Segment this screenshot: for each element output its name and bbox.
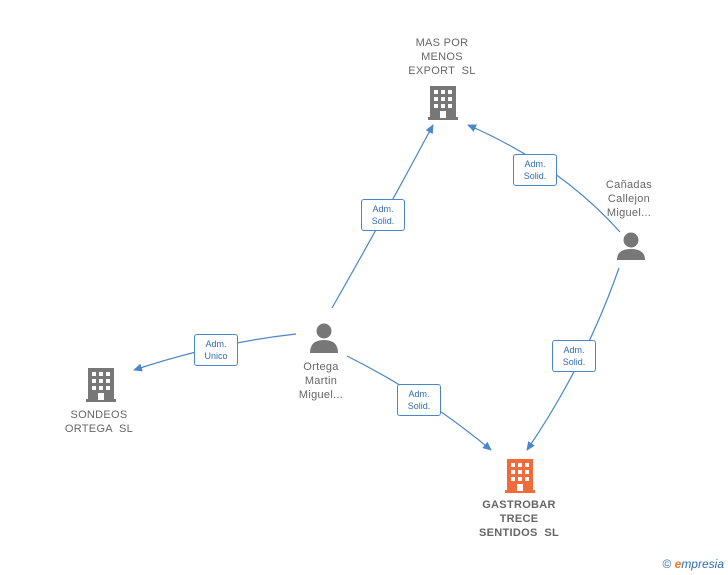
building-icon [86, 368, 116, 402]
person-icon [617, 232, 645, 260]
brand-name: mpresia [681, 557, 724, 571]
person-icon [310, 323, 338, 353]
edge-label-ortega-mas[interactable]: Adm. Solid. [361, 199, 405, 231]
edge-label-canadas-gastrobar[interactable]: Adm. Solid. [552, 340, 596, 372]
edge-label-canadas-mas[interactable]: Adm. Solid. [513, 154, 557, 186]
building-icon [505, 459, 535, 493]
node-label-ortega[interactable]: Ortega Martin Miguel... [298, 361, 344, 401]
node-label-mas-por-menos[interactable]: MAS POR MENOS EXPORT SL [408, 37, 476, 77]
edge-label-ortega-sondeos[interactable]: Adm. Unico [194, 334, 238, 366]
brand-initial: e [674, 557, 682, 571]
copyright-symbol: © [662, 557, 672, 571]
empresia-logo[interactable]: © empresia [662, 557, 724, 571]
node-label-gastrobar[interactable]: GASTROBAR TRECE SENTIDOS SL [479, 499, 559, 539]
node-label-canadas[interactable]: Cañadas Callejon Miguel... [605, 179, 653, 219]
edge-label-ortega-gastrobar[interactable]: Adm. Solid. [397, 384, 441, 416]
node-label-sondeos[interactable]: SONDEOS ORTEGA SL [64, 409, 134, 435]
building-icon [428, 86, 458, 120]
